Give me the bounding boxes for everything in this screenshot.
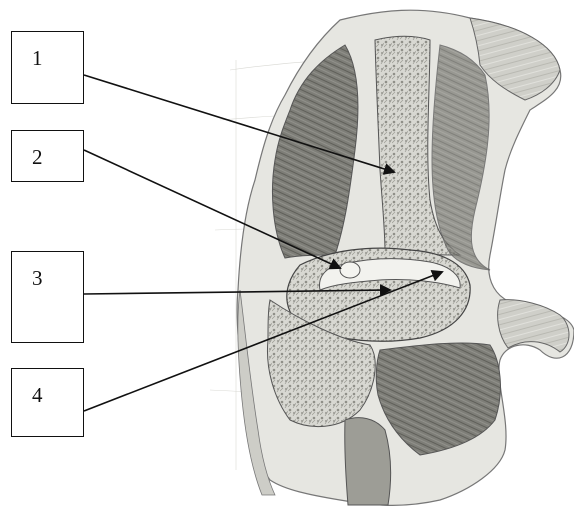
label-3-text: 3 bbox=[32, 268, 43, 289]
label-4-text: 4 bbox=[32, 385, 43, 406]
label-box-2: 2 bbox=[11, 130, 84, 182]
label-box-4: 4 bbox=[11, 368, 84, 437]
label-2-text: 2 bbox=[32, 147, 43, 168]
label-1-text: 1 bbox=[32, 48, 43, 69]
anatomy-shape bbox=[237, 10, 574, 505]
label-box-3: 3 bbox=[11, 251, 84, 343]
label-box-1: 1 bbox=[11, 31, 84, 104]
